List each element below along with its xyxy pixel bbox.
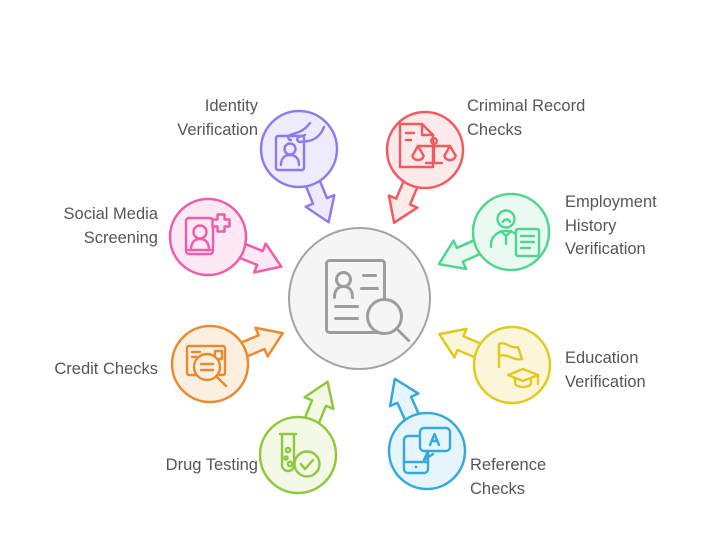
node-label-employment-history-verification: Employment History Verification bbox=[565, 193, 657, 258]
node-label-identity-verification: Identity Verification bbox=[177, 97, 258, 139]
node-label-criminal-record-checks: Criminal Record Checks bbox=[467, 97, 586, 139]
profile-plus-icon bbox=[184, 213, 231, 256]
node-label-reference-checks: Reference Checks bbox=[470, 456, 547, 498]
node-label-credit-checks: Credit Checks bbox=[54, 360, 158, 378]
document-scales-icon bbox=[398, 122, 457, 169]
node-social-media-screening bbox=[168, 197, 283, 277]
center-hub-resume-search bbox=[288, 227, 431, 370]
node-credit-checks bbox=[170, 324, 284, 404]
node-circle bbox=[385, 110, 465, 190]
flag-graduation-cap-icon bbox=[497, 342, 540, 389]
test-tube-check-icon bbox=[278, 432, 321, 478]
node-reference-checks bbox=[387, 377, 467, 491]
node-label-social-media-screening: Social Media Screening bbox=[63, 205, 158, 247]
node-circle bbox=[472, 325, 552, 405]
node-circle bbox=[168, 197, 248, 277]
node-employment-history-verification bbox=[437, 192, 551, 272]
node-education-verification bbox=[438, 325, 552, 405]
phone-chat-icon bbox=[402, 426, 452, 475]
node-circle bbox=[259, 109, 339, 189]
node-drug-testing bbox=[258, 380, 338, 495]
node-label-drug-testing: Drug Testing bbox=[165, 456, 258, 474]
employee-document-icon bbox=[489, 209, 541, 258]
report-magnifier-icon bbox=[185, 344, 228, 388]
center-circle bbox=[288, 227, 431, 370]
node-identity-verification bbox=[259, 109, 339, 224]
hand-id-card-icon bbox=[274, 121, 326, 172]
node-criminal-record-checks bbox=[385, 110, 465, 224]
node-label-education-verification: Education Verification bbox=[565, 349, 646, 391]
resume-magnifier-icon bbox=[325, 259, 410, 342]
